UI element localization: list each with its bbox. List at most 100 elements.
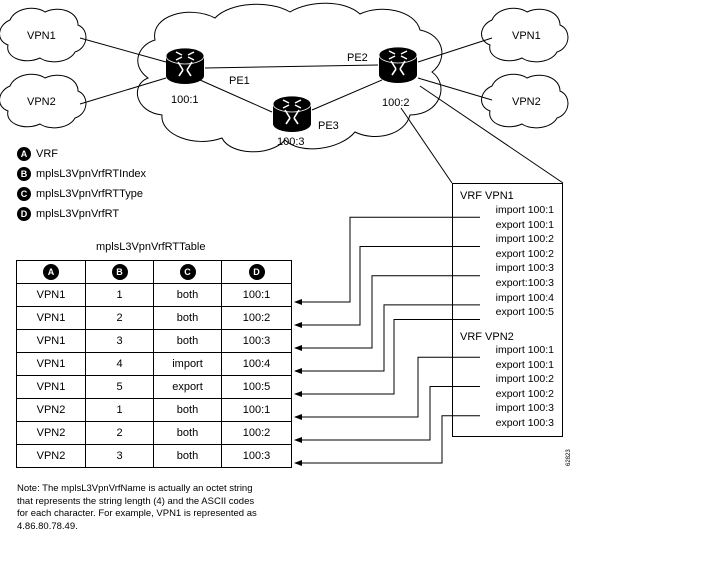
- table-cell: 100:5: [221, 375, 292, 399]
- router-pe3-icon: [272, 95, 312, 133]
- legend-badge-c: C: [17, 187, 31, 201]
- vrf-vpn1-entry: import 100:4: [495, 291, 554, 304]
- pe1-id: 100:1: [171, 94, 199, 106]
- table-cell: VPN1: [16, 375, 86, 399]
- vrf-vpn2-title: VRF VPN2: [460, 331, 514, 343]
- vrf-vpn2-entry: import 100:2: [495, 373, 554, 386]
- table-cell: 100:3: [221, 444, 292, 468]
- legend-badge-d: D: [17, 207, 31, 221]
- header-badge: B: [111, 264, 128, 280]
- router-pe2-icon: [378, 46, 418, 84]
- router-pe1-icon: [165, 47, 205, 85]
- legend-item: A VRF: [17, 146, 58, 162]
- legend-badge-b: B: [17, 167, 31, 181]
- pe1-name: PE1: [229, 75, 250, 87]
- pe2-id: 100:2: [382, 97, 410, 109]
- table-cell: VPN2: [16, 398, 86, 422]
- table-header-cell: A: [16, 260, 86, 284]
- vpn1-right-cloud: [481, 7, 569, 63]
- vrf-config-box: [452, 183, 563, 437]
- rt-connector-arrow: [294, 216, 480, 305]
- legend-text: mplsL3VpnVrfRTType: [36, 188, 143, 200]
- table-cell: both: [153, 421, 222, 445]
- provider-cloud: [137, 2, 443, 153]
- legend-item: D mplsL3VpnVrfRT: [17, 206, 119, 222]
- table-cell: both: [153, 444, 222, 468]
- table-cell: 2: [85, 306, 154, 330]
- table-cell: 100:4: [221, 352, 292, 376]
- header-badge: C: [179, 264, 196, 280]
- vpn2-left-cloud: [0, 73, 87, 129]
- vrf-vpn1-entry: import 100:3: [495, 262, 554, 275]
- header-badge: A: [43, 264, 59, 280]
- table-cell: VPN1: [16, 306, 86, 330]
- table-cell: VPN1: [16, 283, 86, 307]
- vrf-vpn1-title: VRF VPN1: [460, 190, 514, 202]
- table-cell: import: [153, 352, 222, 376]
- vrf-vpn2-entry: export 100:3: [495, 417, 554, 429]
- table-cell: 100:2: [221, 421, 292, 445]
- vpn2-left-label: VPN2: [27, 96, 56, 108]
- table-cell: 3: [85, 444, 154, 468]
- table-cell: both: [153, 306, 222, 330]
- table-header-row: A B C D: [16, 260, 292, 284]
- vpn1-left-cloud: [0, 7, 87, 63]
- table-header-cell: D: [221, 260, 292, 284]
- table-cell: 5: [85, 375, 154, 399]
- rt-connector-arrow: [294, 415, 480, 466]
- table-cell: VPN2: [16, 421, 86, 445]
- legend-item: C mplsL3VpnVrfRTType: [17, 186, 143, 202]
- table-cell: VPN1: [16, 352, 86, 376]
- rt-connector-arrow: [294, 304, 480, 374]
- vrf-vpn2-entry: import 100:1: [495, 344, 554, 356]
- table-cell: 3: [85, 329, 154, 353]
- rt-connector-arrow: [294, 356, 480, 420]
- table-header-cell: C: [153, 260, 222, 284]
- table-cell: 100:1: [221, 283, 292, 307]
- vpn2-right-label: VPN2: [512, 96, 541, 108]
- footnote: Note: The mplsL3VpnVrfName is actually a…: [17, 483, 257, 532]
- rt-connector-arrow: [294, 275, 480, 351]
- pe3-name: PE3: [318, 120, 339, 132]
- table-cell: 100:1: [221, 398, 292, 422]
- table-cell: export: [153, 375, 222, 399]
- table-cell: 100:2: [221, 306, 292, 330]
- table-cell: VPN2: [16, 444, 86, 468]
- rt-connector-arrow: [294, 386, 480, 443]
- vpn1-left-label: VPN1: [27, 30, 56, 42]
- figure-id: 62823: [566, 449, 572, 466]
- rt-connector-arrow: [294, 319, 480, 397]
- header-badge: D: [248, 264, 265, 280]
- table-cell: 4: [85, 352, 154, 376]
- table-title: mplsL3VpnVrfRTTable: [96, 241, 206, 253]
- rt-connector-arrow: [294, 246, 480, 328]
- vrf-vpn1-entry: export 100:1: [495, 218, 554, 231]
- legend-item: B mplsL3VpnVrfRTIndex: [17, 166, 146, 182]
- vrf-vpn2-entry: export 100:2: [495, 387, 554, 400]
- legend-text: mplsL3VpnVrfRT: [36, 208, 120, 220]
- vpn1-right-label: VPN1: [512, 30, 541, 42]
- table-cell: VPN1: [16, 329, 86, 353]
- table-cell: 100:3: [221, 329, 292, 353]
- table-cell: 2: [85, 421, 154, 445]
- vrf-vpn1-entry: import 100:1: [495, 204, 554, 216]
- table-header-cell: B: [85, 260, 154, 284]
- table-cell: both: [153, 398, 222, 422]
- vrf-vpn2-entry: import 100:3: [495, 402, 554, 415]
- vrf-vpn1-entry: export 100:2: [495, 247, 554, 260]
- pe2-name: PE2: [347, 52, 368, 64]
- vpn2-right-cloud: [481, 73, 569, 129]
- vrf-vpn2-entry: export 100:1: [495, 358, 554, 371]
- vrf-vpn1-entry: import 100:2: [495, 233, 554, 246]
- vrf-vpn1-entry: export:100:3: [495, 277, 554, 289]
